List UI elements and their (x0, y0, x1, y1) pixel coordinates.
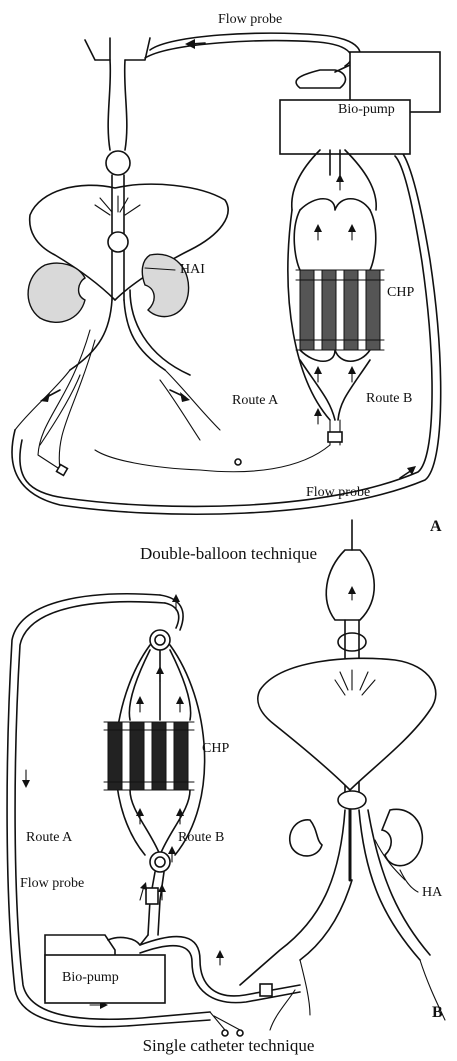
hai-label: HAI (180, 262, 205, 278)
route-a-label: Route A (232, 393, 278, 409)
arrow-icon (348, 366, 356, 374)
arrow-icon (216, 950, 224, 958)
flow-probe-label-top: Flow probe (218, 12, 282, 28)
arrow-icon (348, 224, 356, 232)
balloon-icon (106, 151, 130, 175)
chp-label: CHP (387, 285, 414, 301)
ha-label: HA (422, 885, 442, 901)
filter-cartridge-icon (300, 270, 314, 350)
kidney-icon (28, 263, 85, 322)
arrow-icon (158, 884, 166, 892)
filter-cartridge-icon (366, 270, 380, 350)
route-b-label: Route B (178, 830, 224, 846)
arrow-icon (140, 882, 147, 890)
balloon-icon (108, 232, 128, 252)
flow-probe-label: Flow probe (20, 876, 84, 892)
filter-cartridge-icon (344, 270, 358, 350)
panel-b-letter: B (432, 1004, 443, 1022)
filter-cartridge-icon (174, 722, 188, 790)
route-b-label: Route B (366, 391, 412, 407)
bio-pump-label: Bio-pump (338, 102, 395, 118)
panel-a-letter: A (430, 518, 442, 536)
bio-pump-label: Bio-pump (62, 970, 119, 986)
filter-cartridge-icon (130, 722, 144, 790)
arrow-icon (336, 174, 344, 182)
arrow-icon (136, 696, 144, 704)
liver-icon (258, 658, 436, 790)
arrow-icon (172, 594, 180, 602)
panel-b-caption: Single catheter technique (0, 1036, 457, 1056)
arrow-icon (168, 846, 176, 854)
panel-a-caption: Double-balloon technique (0, 544, 457, 564)
arrow-icon (176, 696, 184, 704)
arrow-icon (185, 39, 195, 49)
kidney-icon (290, 820, 322, 856)
filter-cartridge-icon (152, 722, 166, 790)
route-a-label: Route A (26, 830, 72, 846)
filter-cartridge-icon (322, 270, 336, 350)
kidney-icon (382, 809, 422, 865)
panel-b-drawing (7, 520, 445, 1036)
chp-label: CHP (202, 741, 229, 757)
flow-probe-label-bottom: Flow probe (306, 485, 370, 501)
arrow-icon (180, 392, 190, 402)
arrow-icon (22, 780, 30, 788)
filter-cartridge-icon (108, 722, 122, 790)
arrow-icon (314, 224, 322, 232)
arrow-icon (156, 666, 164, 674)
balloon-icon (338, 633, 366, 651)
balloon-icon (338, 791, 366, 809)
arrow-icon (314, 366, 322, 374)
